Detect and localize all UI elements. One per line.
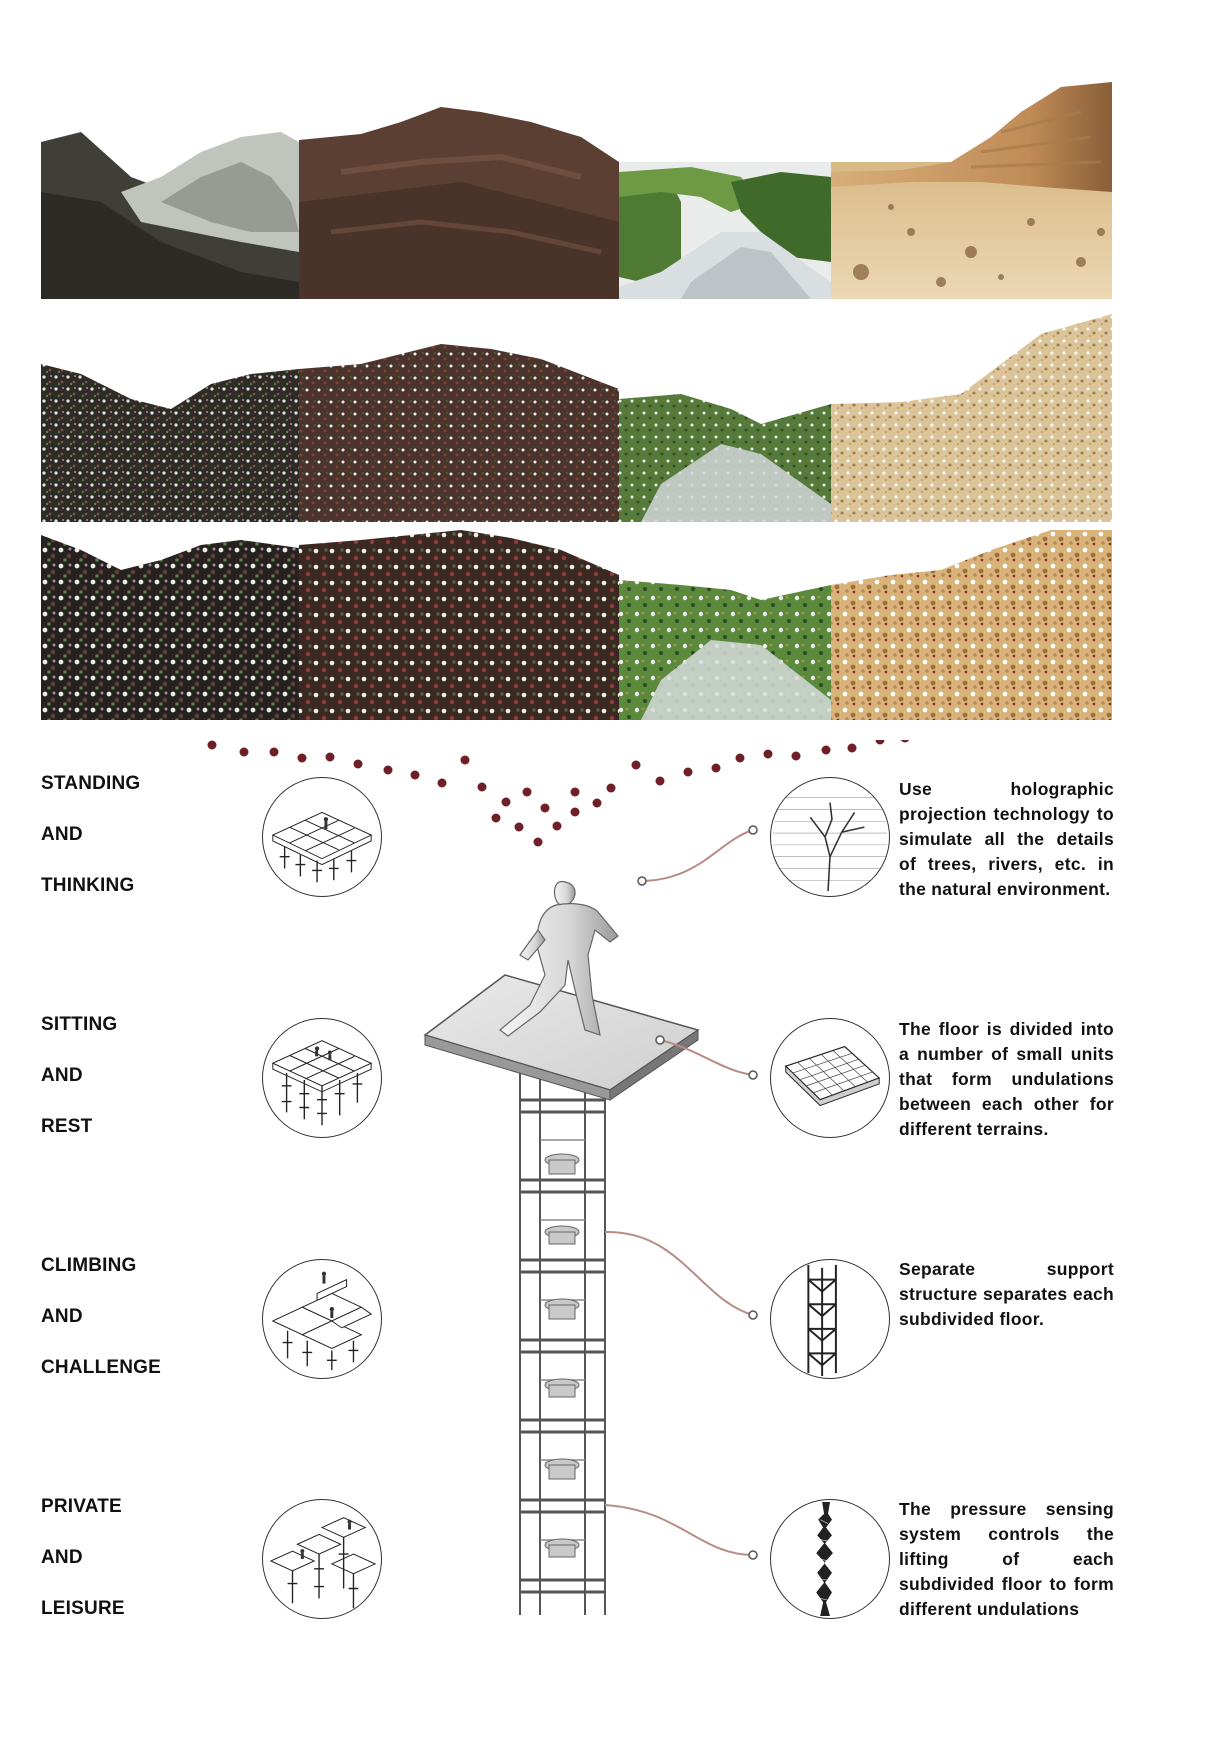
- landscape-photo-strip: [41, 82, 1112, 299]
- leader-lines: [604, 829, 754, 1556]
- sitting-grid-vignette: [262, 1018, 382, 1138]
- walking-person-figure: [499, 881, 619, 1037]
- pressure-sensor-detail-icon: [770, 1499, 890, 1619]
- support-structure-detail-icon: [770, 1259, 890, 1379]
- pixelated-landscape-strip: [41, 314, 1112, 522]
- support-tower: [519, 1050, 606, 1615]
- hologram-description: Use holographic projection technology to…: [899, 779, 1114, 899]
- floor-grid-detail-icon: [770, 1018, 890, 1138]
- hologram-tree-detail-icon: [770, 777, 890, 897]
- private-grid-vignette: [262, 1499, 382, 1619]
- standing-grid-vignette: [262, 777, 382, 897]
- floor-slab: [423, 974, 700, 1101]
- projected-landscape-strip: [41, 530, 1112, 750]
- floor-units-description: The floor is divided into a number of sm…: [899, 1019, 1114, 1139]
- pressure-sensing-description: The pressure sensing system controls the…: [899, 1499, 1114, 1619]
- climbing-grid-vignette: [262, 1259, 382, 1379]
- support-structure-description: Separate support structure separates eac…: [899, 1259, 1114, 1329]
